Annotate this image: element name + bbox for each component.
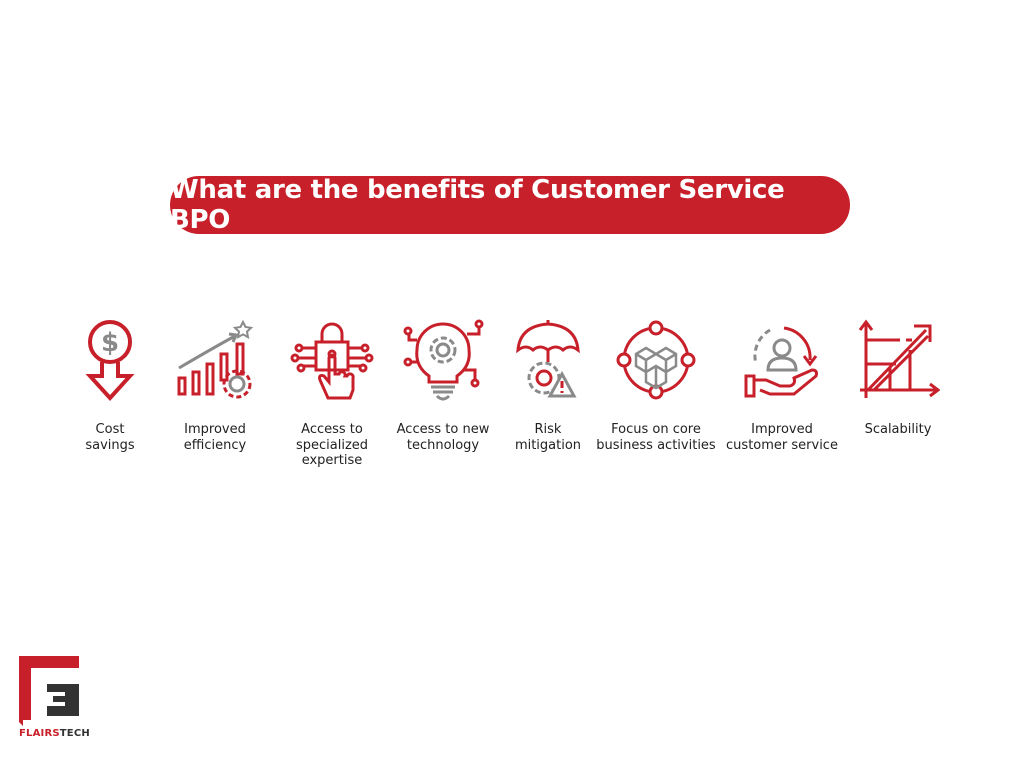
benefit-improved-efficiency: Improved efficiency [150, 318, 280, 453]
benefit-label: Cost savings [85, 422, 135, 453]
benefit-label: Improved efficiency [183, 422, 247, 453]
page-title: What are the benefits of Customer Servic… [170, 175, 850, 235]
growth-chart-gear-icon [177, 319, 254, 399]
benefit-scalability: Scalability [833, 318, 963, 438]
benefit-label: Access to specialized expertise [295, 422, 369, 468]
benefit-cost-savings: $ Cost savings [45, 318, 175, 453]
benefit-specialized-expertise: Access to specialized expertise [267, 318, 397, 469]
scaling-chart-arrow-icon [858, 319, 940, 398]
benefit-focus-core: Focus on core business activities [591, 318, 721, 453]
logo-wordmark: FLAIRSTECH [19, 728, 90, 739]
svg-text:$: $ [101, 328, 119, 358]
benefit-label: Scalability [864, 422, 932, 437]
benefit-customer-service: Improved customer service [717, 318, 847, 453]
benefit-label: Focus on core business activities [596, 422, 716, 453]
flairstech-logo [19, 656, 79, 726]
benefit-label: Access to new technology [396, 422, 490, 453]
benefit-risk-mitigation: Risk mitigation [483, 318, 613, 453]
benefit-new-technology: Access to new technology [378, 318, 508, 453]
cubes-network-icon [616, 320, 696, 400]
lock-circuit-hand-icon [290, 322, 374, 400]
benefit-label: Risk mitigation [514, 422, 582, 453]
lightbulb-gear-icon [403, 319, 484, 401]
hand-user-cycle-icon [744, 326, 818, 398]
umbrella-gear-warning-icon [516, 320, 580, 398]
dollar-down-arrow-icon: $ [85, 320, 135, 401]
benefit-label: Improved customer service [726, 422, 838, 453]
